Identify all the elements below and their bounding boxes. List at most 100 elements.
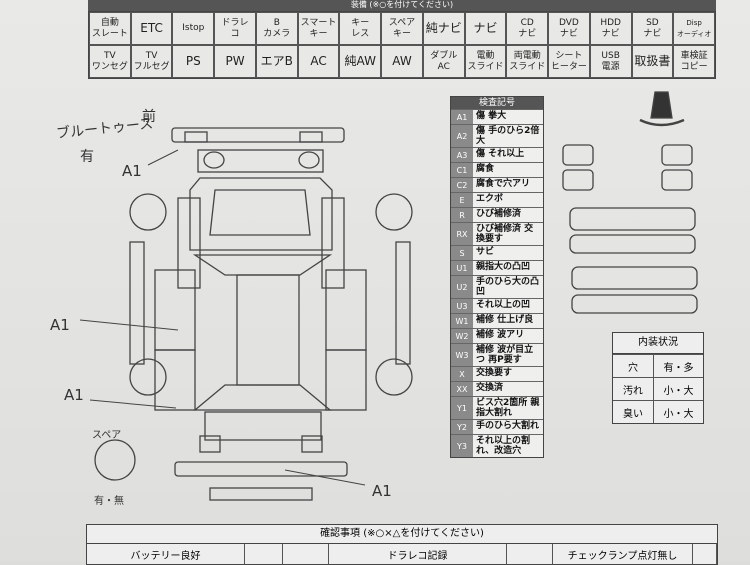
glass-front-right-2 [661,169,693,191]
legend-code: U2 [451,276,473,298]
legend-desc: 補修 仕上げ良 [476,315,534,325]
taillight-left [199,435,221,453]
spare-label: スペア [92,430,122,441]
interior-row: 汚れ小・大 [613,377,703,400]
equipment-option: 両電動 スライド [506,45,549,78]
legend-title: 検査記号 [451,97,543,109]
equipment-option: 車検証 コピー [673,45,715,78]
roof-panel [236,274,300,386]
legend-code: S [451,246,473,260]
interior-value: 小・大 [663,385,694,397]
glass-front-left [562,144,594,166]
interior-value: 小・大 [663,408,694,420]
equipment-option: 電動 スライド [464,45,507,78]
confirm-item: バッテリー良好 [87,544,245,564]
rear-valance [209,487,313,501]
left-fender [177,197,201,289]
equipment-option: エアB [255,45,298,78]
equipment-option: AW [381,45,423,78]
glass-rear [571,266,698,290]
wheel-fl [129,193,167,231]
legend-desc: 腐食で穴アリ [476,179,531,189]
equipment-option: スマート キー [297,12,340,45]
trunk-lid [204,411,322,441]
pointer-line-3 [89,399,177,409]
equipment-option: USB 電源 [589,45,632,78]
front-label: 前 [142,109,156,125]
equipment-option: 純ナビ [422,12,465,45]
equipment-option: Disp オーディオ [673,12,715,45]
legend-desc: それ以上の凹 [476,300,531,310]
headlight-left [203,151,225,169]
interior-label: 穴 [613,355,654,377]
equipment-option: CD ナビ [506,12,549,45]
legend-code: W3 [451,344,473,366]
equipment-option: 純AW [339,45,382,78]
equipment-header: 装備 (※○を付けてください) [88,0,716,11]
rear-bumper-shape [174,461,348,477]
equipment-option: SD ナビ [631,12,674,45]
legend-desc: サビ [476,247,495,257]
windshield [192,254,333,276]
equipment-option: キー レス [339,12,382,45]
pointer-line-4 [284,469,366,486]
legend-code: W2 [451,329,473,343]
legend-desc: 傷 拳大 [476,111,507,121]
legend-desc: 交換要す [476,368,513,378]
confirm-item: ドラレコ記録 [329,544,507,564]
legend-desc: ひび補修済 交換要す [476,224,534,244]
legend-desc: 傷 手のひら2倍大 [476,126,540,146]
legend-code: C2 [451,178,473,192]
legend-desc: エクボ [476,194,504,204]
handwritten-mark-4: A1 [372,482,392,500]
equipment-option: ナビ [464,12,507,45]
wheel-fr [375,193,413,231]
legend-desc: 親指大の凸凹 [476,262,531,272]
equipment-option: シート ヒーター [548,45,590,78]
legend-desc: ビス穴2箇所 親指大割れ [476,398,540,418]
hood-inner [209,189,311,236]
handwritten-mark-3: A1 [64,386,84,404]
equipment-option: PS [172,45,215,78]
legend-code: U3 [451,299,473,313]
grille [197,149,324,173]
legend-desc: 腐食 [476,164,495,174]
legend-code: A3 [451,148,473,162]
spare-choice: 有・無 [94,496,124,507]
left-rear-door [154,349,196,411]
confirm-title: 確認事項 (※○×△を付けてください) [87,525,717,544]
legend-desc: それ以上の割れ、改造穴 [476,436,531,456]
legend-code: A2 [451,125,473,147]
interior-status: 内装状況 穴有・多 汚れ小・大 臭い小・大 [612,332,704,424]
legend-code: Y2 [451,420,473,434]
interior-row: 臭い小・大 [613,400,703,423]
equipment-option: HDD ナビ [589,12,632,45]
equipment-option: スペア キー [381,12,423,45]
equipment-option: Istop [172,12,215,45]
equipment-option: ドラレ コ [214,12,256,45]
equipment-option: 取扱書 [631,45,674,78]
spare-tire-circle [94,439,136,481]
rear-window [193,384,332,411]
wheel-rr [375,358,413,396]
legend-desc: ひび補修済 [476,209,522,219]
legend-code: RX [451,223,473,245]
equipment-option: B カメラ [255,12,298,45]
equipment-option: TV フルセグ [130,45,173,78]
